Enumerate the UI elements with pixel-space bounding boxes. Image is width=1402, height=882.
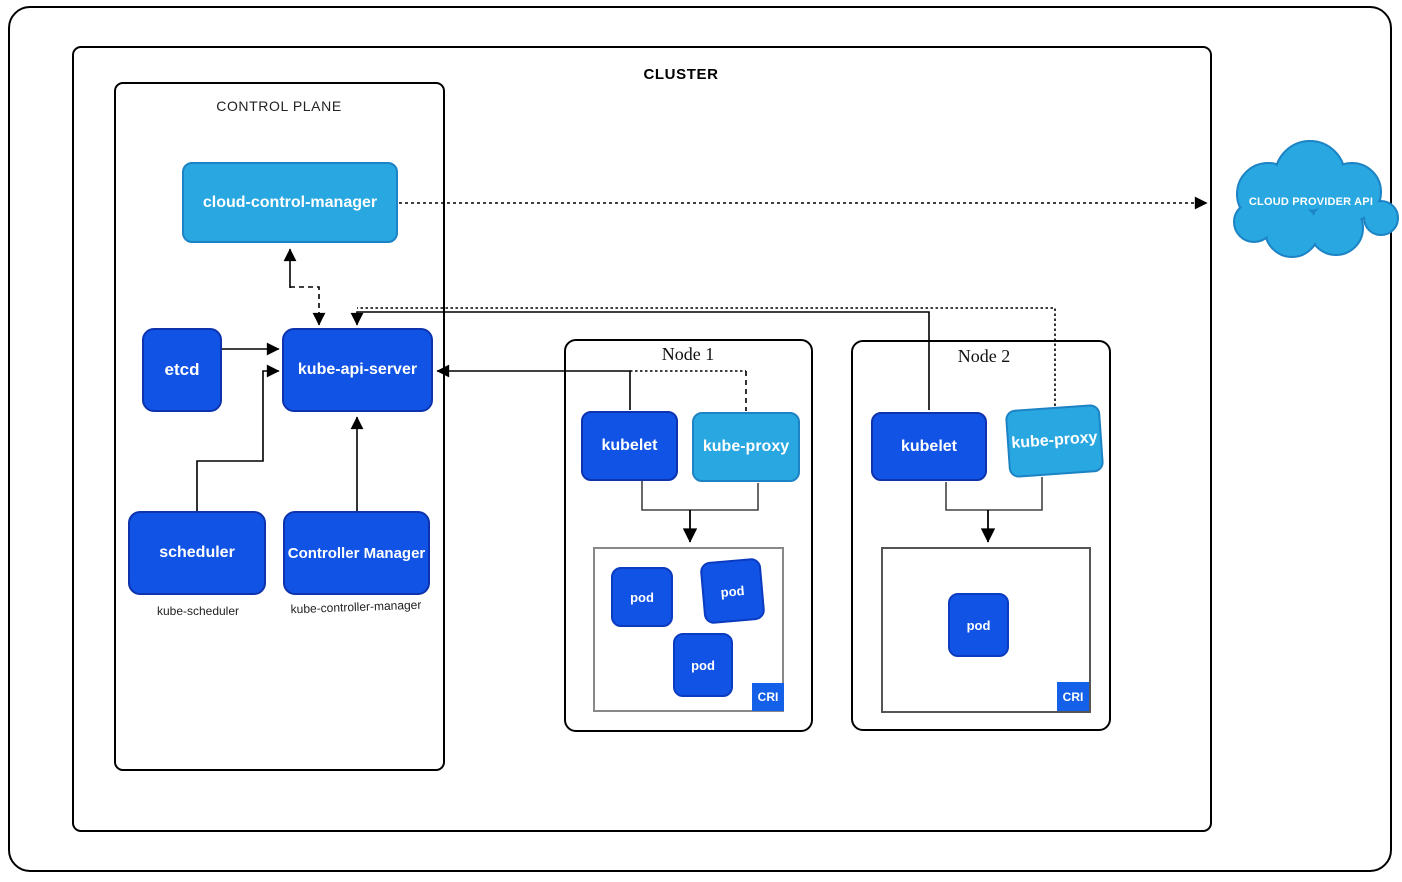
node-1-title: Node 1 (661, 344, 715, 364)
node-2-cri-badge: CRI (1057, 682, 1089, 711)
node-1-pod-1: pod (611, 567, 673, 627)
pod-label: pod (630, 589, 654, 605)
kube-api-server-label: kube-api-server (297, 361, 418, 378)
node-2-kube-proxy-box: kube-proxy (1004, 403, 1105, 479)
cluster-title: CLUSTER (643, 66, 719, 83)
node-2-kubelet-label: kubelet (900, 437, 957, 455)
node-2-pod-1: pod (948, 593, 1009, 657)
kube-api-server-box: kube-api-server (282, 328, 433, 412)
controller-manager-label: Controller Manager (287, 544, 426, 562)
node-1-cri-badge: CRI (752, 683, 784, 711)
node-1-kubelet-box: kubelet (581, 411, 678, 481)
pod-label: pod (691, 657, 715, 673)
pod-label: pod (966, 617, 991, 633)
control-plane-box (114, 82, 445, 771)
scheduler-label: scheduler (159, 544, 235, 561)
etcd-label: etcd (164, 360, 200, 379)
pod-label: pod (719, 582, 746, 600)
node-1-kubelet-label: kubelet (601, 437, 658, 454)
node-1-kube-proxy-label: kube-proxy (702, 438, 790, 455)
cri-label: CRI (1062, 689, 1084, 704)
cloud-provider-api-label: CLOUD PROVIDER API (1248, 196, 1374, 208)
outer-frame (8, 6, 1392, 872)
cloud-control-manager-box: cloud-control-manager (182, 162, 398, 243)
node-2-title: Node 2 (957, 346, 1011, 366)
node-1-pod-3: pod (673, 633, 733, 697)
node-1-pod-2: pod (699, 557, 766, 625)
control-plane-title: CONTROL PLANE (216, 98, 342, 114)
cluster-box (72, 46, 1212, 832)
cloud-control-manager-label: cloud-control-manager (202, 193, 378, 211)
controller-manager-box: Controller Manager (283, 511, 430, 595)
node-2-kube-proxy-label: kube-proxy (1010, 429, 1099, 452)
scheduler-box: scheduler (128, 511, 266, 595)
etcd-box: etcd (142, 328, 222, 412)
scheduler-caption: kube-scheduler (156, 604, 240, 618)
node-2-kubelet-box: kubelet (871, 412, 987, 481)
cri-label: CRI (757, 690, 779, 704)
node-1-kube-proxy-box: kube-proxy (692, 412, 800, 482)
